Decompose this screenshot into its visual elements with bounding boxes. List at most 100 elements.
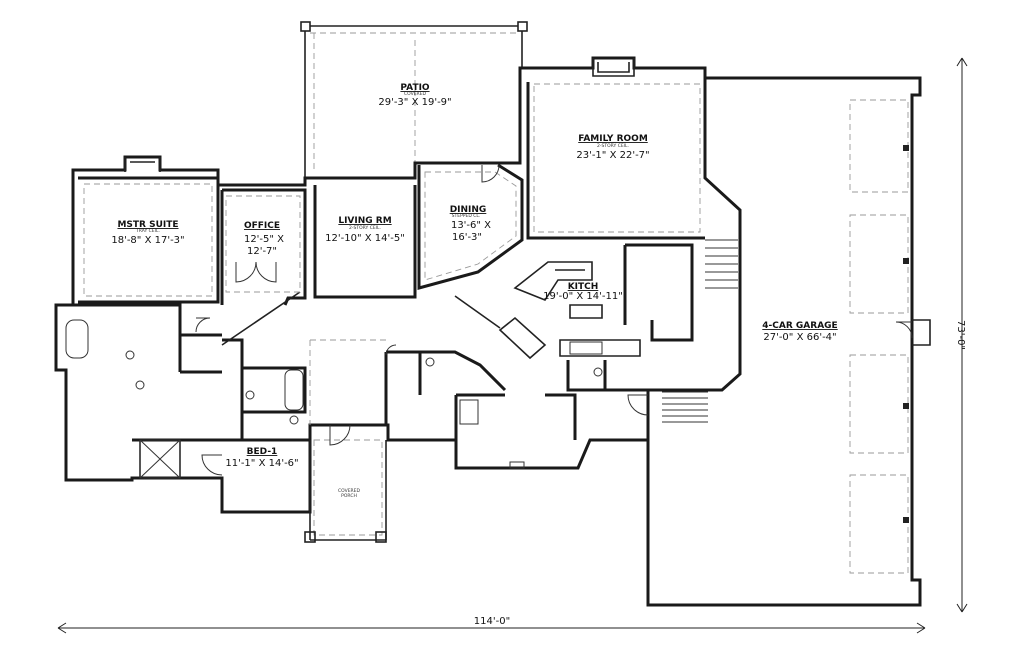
kitchen-counter	[555, 269, 641, 357]
stair-walls	[384, 350, 507, 425]
garage-side-door	[895, 321, 913, 339]
master-door	[195, 317, 211, 333]
family-ceiling	[533, 83, 701, 233]
patio-column-ne	[517, 21, 528, 32]
patio-name: PATIO	[400, 83, 430, 93]
office-ceiling	[225, 195, 301, 293]
sink-1	[245, 390, 255, 400]
garage-door-2	[849, 214, 909, 314]
dimension-lines: 114'-0" 73'-0"	[57, 57, 968, 634]
living-note: 2-STORY CEIL.	[349, 225, 381, 231]
patio-column-nw	[300, 21, 311, 32]
patio-area	[300, 21, 528, 178]
master-size: 18'-8" X 17'-3"	[111, 235, 184, 246]
master-tub	[65, 319, 89, 359]
hall-ceiling	[309, 339, 386, 425]
doors	[195, 164, 913, 476]
office-name: OFFICE	[244, 221, 280, 231]
garage-column-3	[903, 403, 909, 409]
garage-size: 27'-0" X 66'-4"	[763, 332, 836, 343]
garage-inner-line	[912, 319, 931, 346]
dining-size-2: 16'-3"	[452, 232, 482, 243]
garage-column-1	[903, 145, 909, 151]
garage	[646, 76, 931, 607]
garage-stairs-up	[705, 239, 738, 289]
laundry-machines	[459, 399, 479, 425]
bed1-door	[201, 454, 223, 476]
patio-size: 29'-3" X 19'-9"	[378, 97, 451, 108]
dining-note: STEPPED CL.	[452, 213, 481, 219]
kitchen-size: 19'-0" X 14'-11"	[543, 291, 623, 302]
porch-outline	[309, 440, 387, 541]
master-tray-ceiling	[83, 183, 213, 297]
range	[569, 341, 603, 355]
dining-name: DINING	[450, 205, 487, 215]
shower	[139, 439, 181, 479]
toilet-1	[125, 350, 135, 360]
garage-door-3	[849, 354, 909, 454]
kitchen-island	[513, 261, 593, 301]
master-note: TRAY CEIL.	[135, 228, 160, 234]
fixtures	[65, 319, 603, 479]
garage-door-4	[849, 474, 909, 574]
living-walls	[313, 185, 417, 299]
shower-x	[139, 439, 181, 479]
patio-outline	[304, 25, 523, 178]
garage-column-4	[903, 517, 909, 523]
patio-note: COVERED	[404, 91, 426, 97]
covered-porch	[304, 440, 387, 543]
depth-dimension-label: 73'-0"	[955, 320, 966, 350]
master-suite-wall	[78, 176, 220, 304]
hall-table	[509, 461, 525, 469]
hall-diagonal	[221, 291, 501, 346]
front-door	[329, 424, 351, 446]
bed1-size: 11'-1" X 14'-6"	[225, 458, 298, 469]
ceiling-lines	[83, 83, 701, 536]
family-bay	[592, 58, 635, 77]
living-name: LIVING RM	[338, 216, 391, 226]
garage-door-1	[849, 99, 909, 193]
garage-walls	[646, 76, 922, 607]
living-size: 12'-10" X 14'-5"	[325, 233, 405, 244]
family-size: 23'-1" X 22'-7"	[576, 150, 649, 161]
dining-walls	[417, 163, 524, 290]
office-size-1: 12'-5" X	[244, 234, 284, 245]
house-exterior-wall	[54, 56, 742, 514]
toilet-2	[289, 415, 299, 425]
bath-tub	[284, 369, 304, 411]
master-bay	[124, 157, 161, 172]
family-inner	[526, 82, 705, 240]
room-labels: PATIO COVERED 29'-3" X 19'-9" FAMILY ROO…	[111, 83, 837, 499]
width-dimension-label: 114'-0"	[474, 616, 510, 627]
toilet-3	[593, 367, 603, 377]
dining-size-1: 13'-6" X	[451, 220, 491, 231]
kitchen-angled-counter	[498, 316, 547, 360]
porch-ceiling	[313, 439, 383, 536]
patio-dashed-beams	[310, 32, 518, 170]
pantry-walls	[623, 243, 694, 342]
porch-name: COVERED	[338, 488, 360, 494]
garage-stairs	[662, 391, 708, 423]
stair-arc	[385, 344, 397, 356]
family-door	[481, 164, 500, 183]
width-dimension-line	[57, 622, 926, 634]
sink-2	[135, 380, 145, 390]
porch-column-left	[304, 531, 316, 543]
family-note: 2-STORY CEIL.	[597, 143, 629, 149]
family-name: FAMILY ROOM	[578, 134, 648, 144]
depth-dimension-line	[956, 57, 968, 613]
office-door	[235, 261, 277, 283]
garage-column-2	[903, 258, 909, 264]
office-size-2: 12'-7"	[247, 246, 277, 257]
laundry-walls	[454, 393, 577, 440]
garage-name: 4-CAR GARAGE	[762, 321, 837, 331]
kitchen-name: KITCH	[568, 282, 599, 292]
garage-entry-door	[627, 394, 649, 416]
bed1-name: BED-1	[247, 447, 278, 457]
master-bath-walls	[66, 303, 222, 442]
bath-walls	[222, 338, 307, 440]
dining-ceiling	[424, 171, 517, 281]
kitchen-prep-island	[569, 304, 603, 319]
interior-walls	[66, 82, 705, 478]
